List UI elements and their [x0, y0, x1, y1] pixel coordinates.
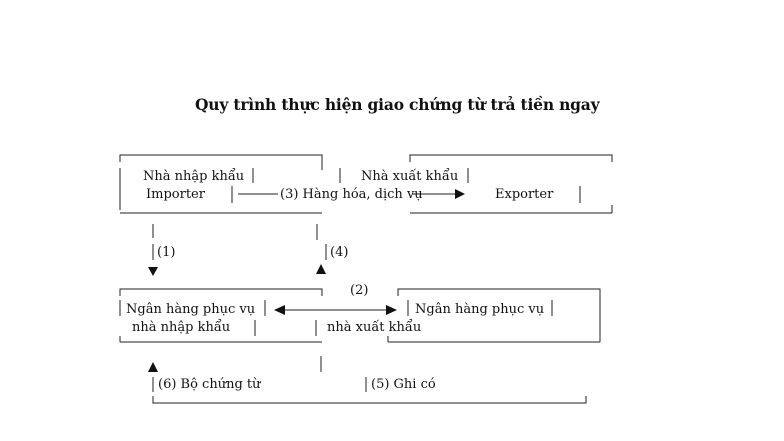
- exporter-label-vn: Nhà xuất khẩu: [361, 169, 459, 184]
- exporter-label-en: Exporter: [495, 187, 554, 202]
- diagram-title: Quy trình thực hiện giao chứng từ trả ti…: [195, 95, 600, 114]
- importer-label-en: Importer: [146, 187, 205, 202]
- importer-box-frame: [119, 154, 323, 214]
- step-3-label: (3) Hàng hóa, dịch vụ: [280, 187, 423, 202]
- step-2-label: (2): [350, 283, 369, 298]
- exporter-bank-label-line1: Ngân hàng phục vụ: [415, 302, 545, 317]
- importer-bank-label-line1: Ngân hàng phục vụ: [126, 302, 256, 317]
- arrow-4: [316, 224, 327, 274]
- step-6-label: (6) Bộ chứng từ: [158, 377, 261, 392]
- exporter-box-frame: [339, 154, 613, 214]
- step-4-label: (4): [330, 245, 349, 260]
- arrow-2: [274, 305, 397, 315]
- step-5-label: (5) Ghi có: [371, 377, 436, 392]
- step-1-label: (1): [157, 245, 176, 260]
- importer-bank-label-line2: nhà nhập khẩu: [132, 320, 231, 335]
- importer-label-vn: Nhà nhập khẩu: [143, 169, 245, 184]
- exporter-bank-label-line2: nhà xuất khẩu: [327, 320, 422, 335]
